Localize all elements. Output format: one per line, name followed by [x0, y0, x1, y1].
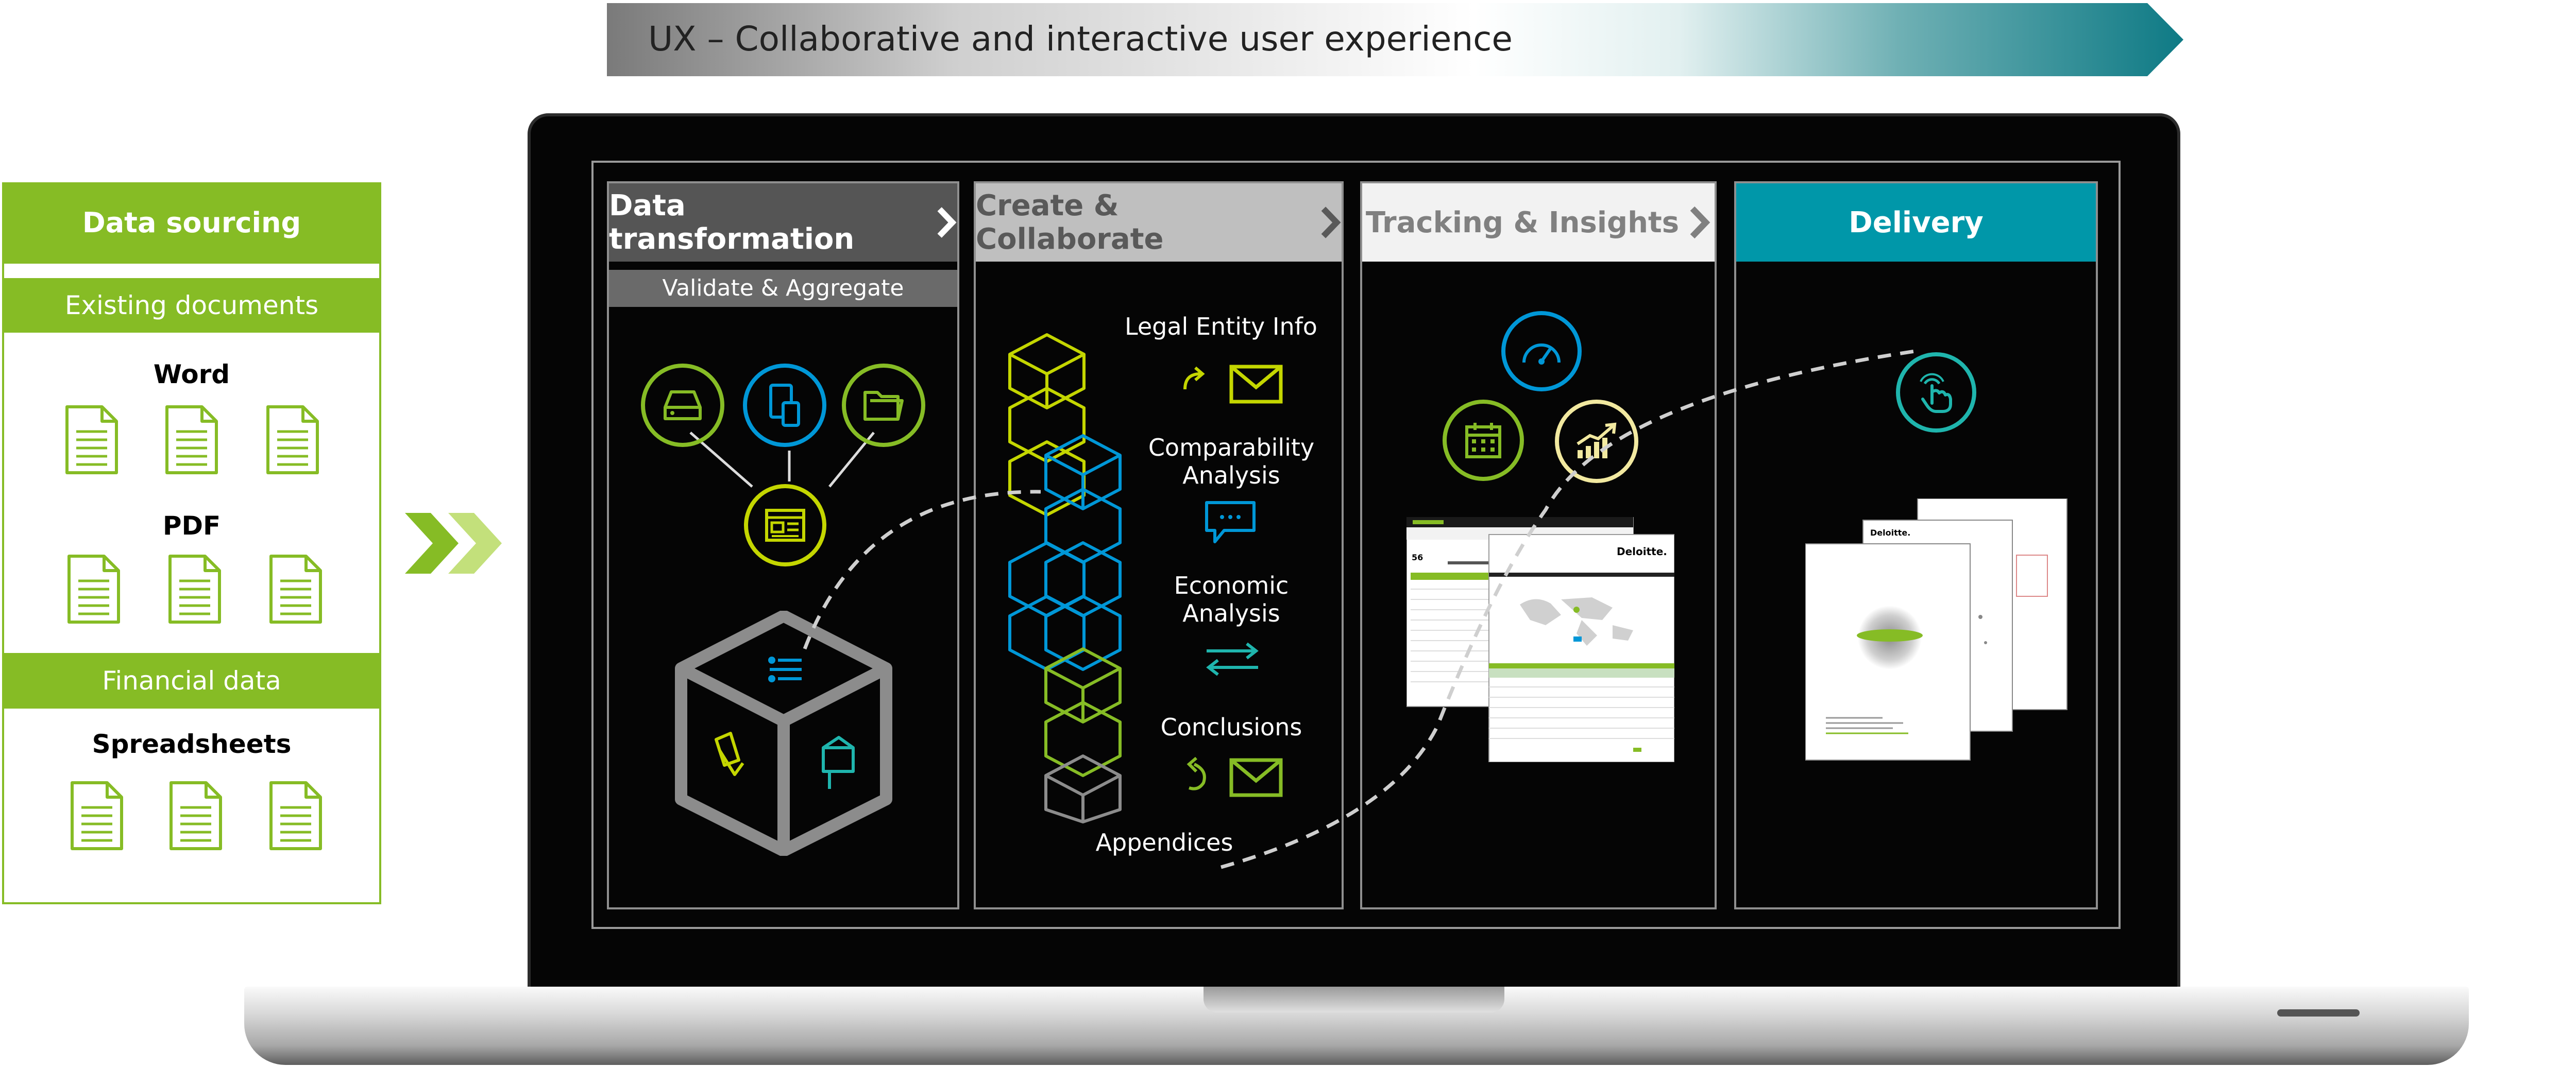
- chevron-right-icon: [937, 207, 957, 238]
- spreadsheet-document-icon: [269, 781, 323, 851]
- data-transformation-header: Data transformation: [609, 183, 957, 262]
- comparability-label-1: Comparability: [1148, 434, 1315, 461]
- data-cube-icon: [675, 611, 892, 856]
- dashboard-brand: Deloitte.: [1617, 545, 1667, 558]
- spreadsheet-document-icon: [70, 781, 124, 851]
- legal-entity-info-label: Legal Entity Info: [1125, 313, 1317, 340]
- delivery-title: Delivery: [1849, 205, 1984, 239]
- conclusions-label: Conclusions: [1160, 713, 1302, 741]
- tracking-insights-header: Tracking & Insights: [1362, 183, 1715, 262]
- pdf-document-icon: [67, 554, 121, 624]
- tablet-device-icon: [743, 364, 826, 447]
- column-tracking-insights: [1360, 181, 1717, 909]
- report-brand: Deloitte.: [1870, 528, 1910, 538]
- folder-icon: [842, 364, 925, 447]
- speedometer-icon: [1501, 311, 1582, 391]
- pdf-document-icon: [269, 554, 323, 624]
- banner-title: UX – Collaborative and interactive user …: [648, 19, 1513, 59]
- create-collaborate-header: Create & Collaborate: [976, 183, 1342, 262]
- word-document-icon: [165, 405, 218, 475]
- column-data-transformation: [607, 181, 959, 909]
- dashboard-screens-thumbnail: 56 Deloitte.: [1406, 517, 1674, 762]
- validate-aggregate-label: Validate & Aggregate: [609, 270, 957, 307]
- chevron-right-icon: [1690, 206, 1710, 239]
- appendices-label: Appendices: [1095, 829, 1233, 856]
- dashboard-kpi-value: 56: [1412, 553, 1423, 562]
- ux-banner-arrow: [607, 3, 2183, 76]
- exchange-arrows-icon: [1206, 642, 1259, 676]
- stacked-blocks-graphic: [1008, 333, 1122, 823]
- economic-label-2: Analysis: [1182, 599, 1280, 627]
- word-document-icon: [266, 405, 319, 475]
- chevron-right-icon: [1321, 206, 1341, 238]
- chat-bubble-icon: [1205, 501, 1256, 543]
- comparability-label-2: Analysis: [1182, 461, 1280, 489]
- word-document-icon: [65, 405, 118, 475]
- spreadsheet-document-icon: [169, 781, 223, 851]
- column-delivery: [1734, 181, 2098, 909]
- flow-dashed-curve: [803, 348, 1922, 869]
- data-sourcing-title: Data sourcing: [2, 182, 381, 264]
- laptop-screen: [591, 161, 2121, 929]
- word-label: Word: [153, 359, 230, 389]
- laptop-notch: [1204, 987, 1504, 1012]
- delivery-header: Delivery: [1736, 183, 2096, 262]
- economic-label-1: Economic: [1174, 572, 1289, 599]
- calendar-icon: [1443, 400, 1524, 481]
- tracking-insights-title: Tracking & Insights: [1365, 205, 1680, 239]
- envelope-icon: [1229, 758, 1283, 797]
- existing-documents-label: Existing documents: [2, 278, 381, 333]
- hard-drive-icon: [641, 364, 724, 447]
- data-transformation-title: Data transformation: [609, 189, 855, 256]
- double-chevron-icon: [405, 513, 502, 574]
- financial-data-label: Financial data: [2, 653, 381, 709]
- touch-hand-icon: [1896, 352, 1976, 433]
- pdf-label: PDF: [162, 511, 221, 541]
- browser-window-icon: [744, 484, 826, 566]
- spreadsheets-label: Spreadsheets: [92, 729, 292, 759]
- column-create-collaborate: [974, 181, 1344, 909]
- create-collaborate-title: Create & Collaborate: [976, 189, 1164, 256]
- pdf-document-icon: [168, 554, 222, 624]
- forward-arrow-icon: [1183, 366, 1205, 390]
- reply-arrow-icon: [1187, 757, 1206, 790]
- laptop-slot: [2277, 1009, 2360, 1017]
- report-documents-thumbnail: Deloitte.: [1805, 498, 2067, 761]
- envelope-icon: [1229, 365, 1283, 404]
